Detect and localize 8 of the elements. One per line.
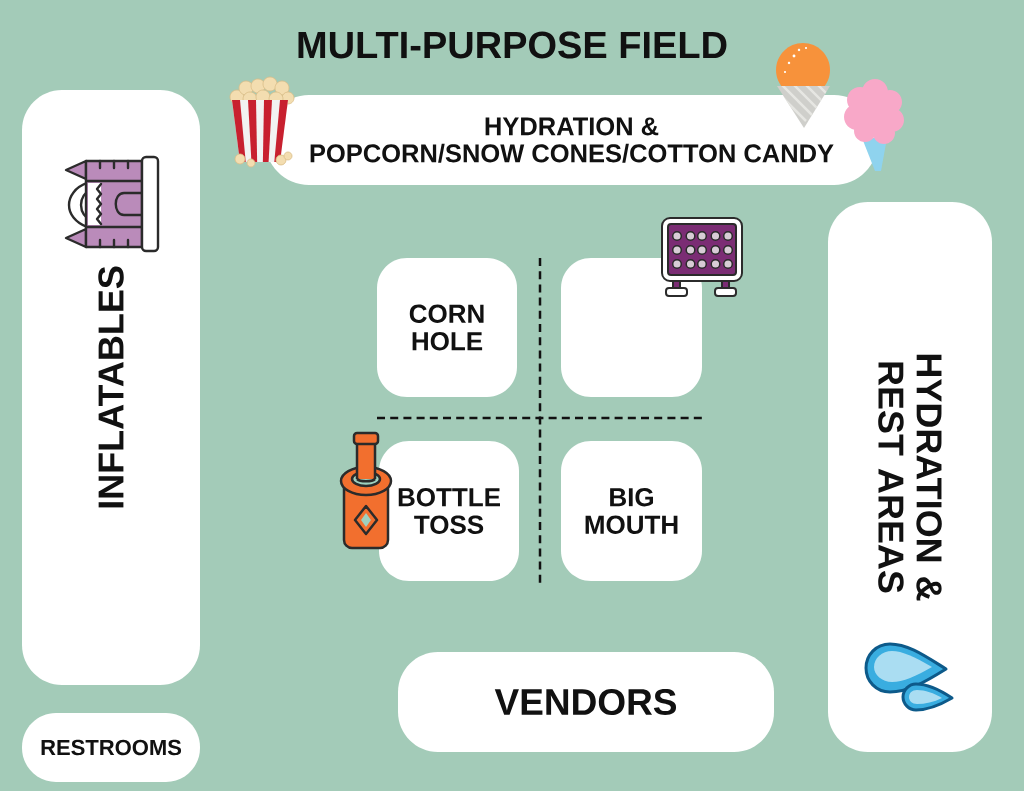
title: MULTI-PURPOSE FIELD xyxy=(298,31,727,59)
area-box: VENDORS xyxy=(398,652,774,752)
area-box: BOTTLE TOSS xyxy=(379,441,519,581)
area-box: INFLATABLES xyxy=(22,90,200,685)
area-box: CORN HOLE xyxy=(377,258,517,397)
area-box: BIG MOUTH xyxy=(561,441,702,581)
area-box: HYDRATION & REST AREAS xyxy=(828,202,992,752)
area-box xyxy=(561,258,702,397)
